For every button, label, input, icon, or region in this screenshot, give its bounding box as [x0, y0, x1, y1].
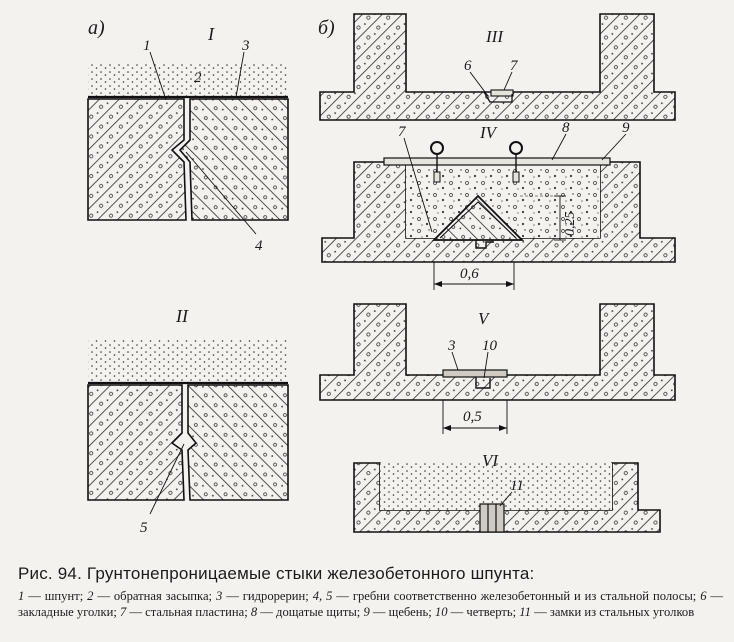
dimension-0-5: 0,5	[463, 409, 482, 425]
legend-text: — гидрорерин;	[222, 589, 313, 603]
panel-b-label: б)	[318, 17, 335, 39]
caption-title: Рис. 94. Грунтонепроницаемые стыки желез…	[18, 564, 535, 583]
legend-number: 7	[119, 605, 127, 619]
legend-number: 6	[700, 589, 707, 603]
legend-number: 9	[363, 605, 370, 619]
legend-number: 4, 5	[312, 589, 333, 603]
callout-7b: 7	[398, 124, 407, 140]
roman-I: I	[207, 24, 215, 44]
callout-6: 6	[464, 58, 472, 74]
callout-5: 5	[140, 520, 148, 536]
callout-11: 11	[510, 478, 524, 494]
panel-a-label: а)	[88, 17, 105, 39]
callout-4: 4	[255, 238, 263, 254]
legend-text: — гребни соответственно железобетонный и…	[332, 589, 701, 603]
callout-1: 1	[143, 38, 151, 54]
callout-3: 3	[241, 38, 250, 54]
figure-drawing: а) б) I II III IV V VI 1 2 3 4 5 6 7 7 8…	[87, 13, 676, 536]
legend-number: 8	[250, 605, 258, 619]
panel-b-section-V	[319, 303, 676, 434]
roman-IV: IV	[479, 123, 499, 142]
legend-number: 1	[18, 589, 25, 603]
roman-III: III	[485, 27, 504, 46]
panel-b-section-IV	[321, 133, 676, 290]
callout-2: 2	[194, 70, 202, 86]
legend-text: — щебень;	[369, 605, 435, 619]
dimension-0-25: 0,25	[563, 212, 578, 237]
callout-8: 8	[562, 120, 570, 136]
roman-II: II	[175, 306, 189, 326]
callout-3b: 3	[447, 338, 456, 354]
callout-9: 9	[622, 120, 630, 136]
panel-a-section-II	[87, 340, 289, 515]
panel-b-section-VI	[353, 462, 661, 533]
legend-text: — шпунт;	[24, 589, 88, 603]
figure-caption: Рис. 94. Грунтонепроницаемые стыки желез…	[18, 564, 723, 620]
legend-number: 3	[215, 589, 223, 603]
legend-number: 11	[519, 605, 531, 619]
callout-10: 10	[482, 338, 498, 354]
legend-text: — замки из стальных уголков	[530, 605, 695, 619]
callout-7: 7	[510, 58, 519, 74]
legend-number: 10	[434, 605, 448, 619]
roman-VI: VI	[482, 451, 499, 470]
roman-V: V	[478, 309, 491, 328]
legend-text: — стальная пластина;	[126, 605, 251, 619]
legend-number: 2	[87, 589, 94, 603]
legend-text: — четверть;	[447, 605, 520, 619]
panel-a-section-I	[87, 51, 289, 235]
dimension-0-6: 0,6	[460, 266, 479, 282]
legend-text: — закладные уголки;	[18, 589, 724, 619]
caption-legend: 1 — шпунт; 2 — обратная засыпка; 3 — гид…	[18, 588, 723, 620]
legend-text: — дощатые щиты;	[257, 605, 364, 619]
legend-text: — обратная засыпка;	[93, 589, 216, 603]
panel-b-section-III	[319, 13, 676, 121]
